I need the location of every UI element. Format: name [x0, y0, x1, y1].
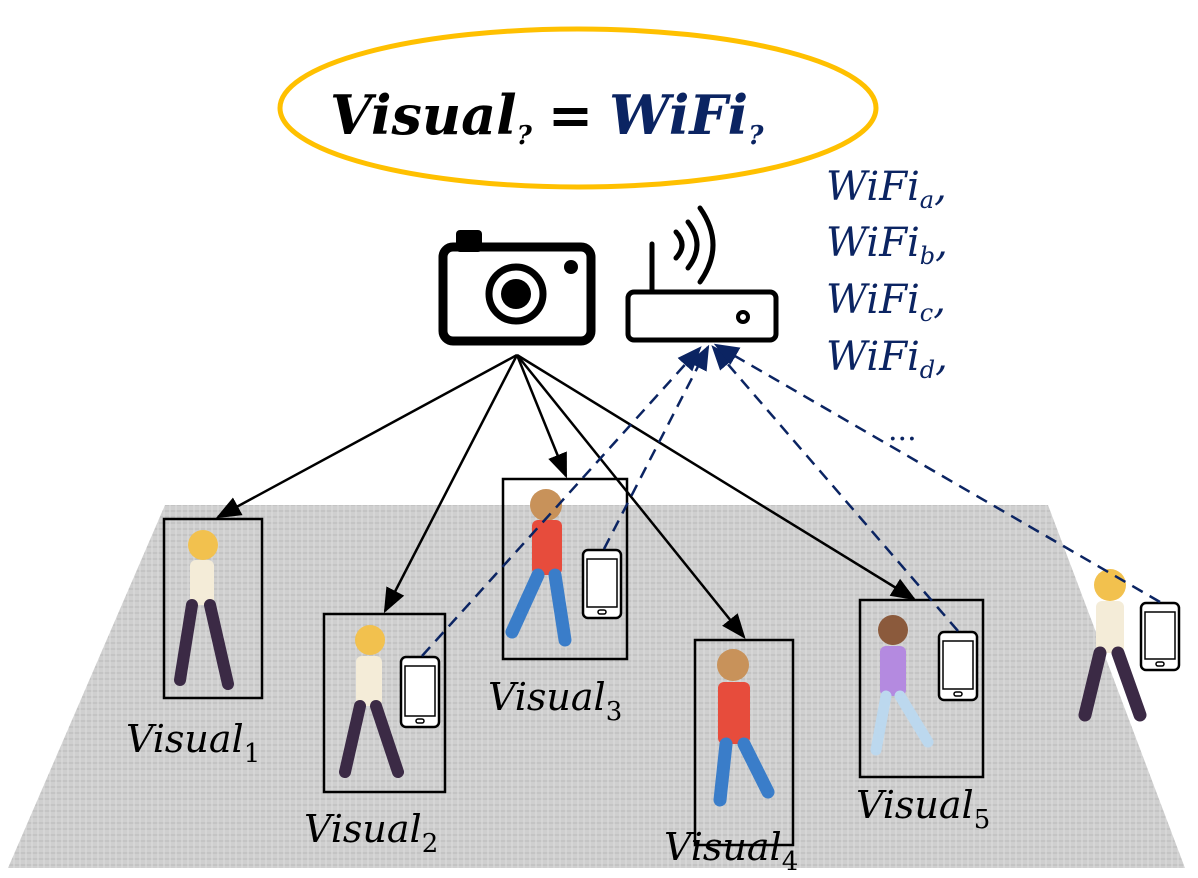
title-equals: = — [548, 83, 593, 147]
question-ellipse — [277, 26, 879, 190]
visual4-box — [693, 638, 795, 847]
title-wifi: WiFi — [609, 83, 748, 147]
arrow-to-visual2 — [383, 354, 519, 614]
title-wifi-sub: ? — [748, 121, 764, 151]
visual2-box — [322, 612, 447, 794]
arrow-to-visual5 — [516, 353, 917, 601]
visual4-label: Visual4 — [664, 825, 798, 877]
title-visual: Visual — [330, 83, 517, 147]
arrow-to-visual1 — [215, 353, 518, 519]
visual1-label: Visual1 — [126, 717, 260, 769]
person-icon — [505, 489, 572, 647]
wifi-router-icon — [625, 205, 779, 343]
wifi-list-item: WiFia, — [826, 164, 947, 214]
visual2-label: Visual2 — [304, 807, 438, 859]
title-visual-sub: ? — [517, 121, 533, 151]
arrow-to-visual4 — [516, 354, 746, 639]
phone-icon — [399, 655, 441, 729]
visual5-box — [858, 598, 985, 779]
dashed-arrow-phone2 — [421, 346, 702, 657]
wifi-list-ellipsis: ... — [888, 413, 917, 448]
wifi-list-item: WiFid, — [826, 334, 948, 384]
dashed-arrow-phone-outside — [713, 343, 1161, 604]
person-icon — [339, 625, 404, 778]
phone-icon — [581, 548, 623, 620]
visual3-label: Visual3 — [488, 675, 622, 727]
visual5-label: Visual5 — [856, 783, 990, 835]
camera-arrows — [215, 353, 917, 639]
dashed-arrow-phone5 — [711, 345, 959, 632]
person-icon — [870, 615, 934, 756]
wifi-arrows — [421, 343, 1161, 657]
phone-icon — [1139, 601, 1181, 672]
visual3-box — [501, 477, 629, 661]
person-icon — [713, 649, 775, 807]
wifi-list-item: WiFib, — [826, 220, 948, 270]
phone-icon — [937, 630, 979, 702]
wifi-list-item: WiFic, — [826, 277, 946, 327]
svg-text:Visual?=WiFi?: Visual? =WiFi? — [330, 83, 764, 151]
visual1-box — [162, 517, 264, 700]
camera-icon — [438, 230, 596, 346]
arrow-to-visual3 — [515, 354, 568, 479]
person-icon — [174, 530, 234, 690]
dashed-arrow-phone3 — [602, 344, 710, 550]
